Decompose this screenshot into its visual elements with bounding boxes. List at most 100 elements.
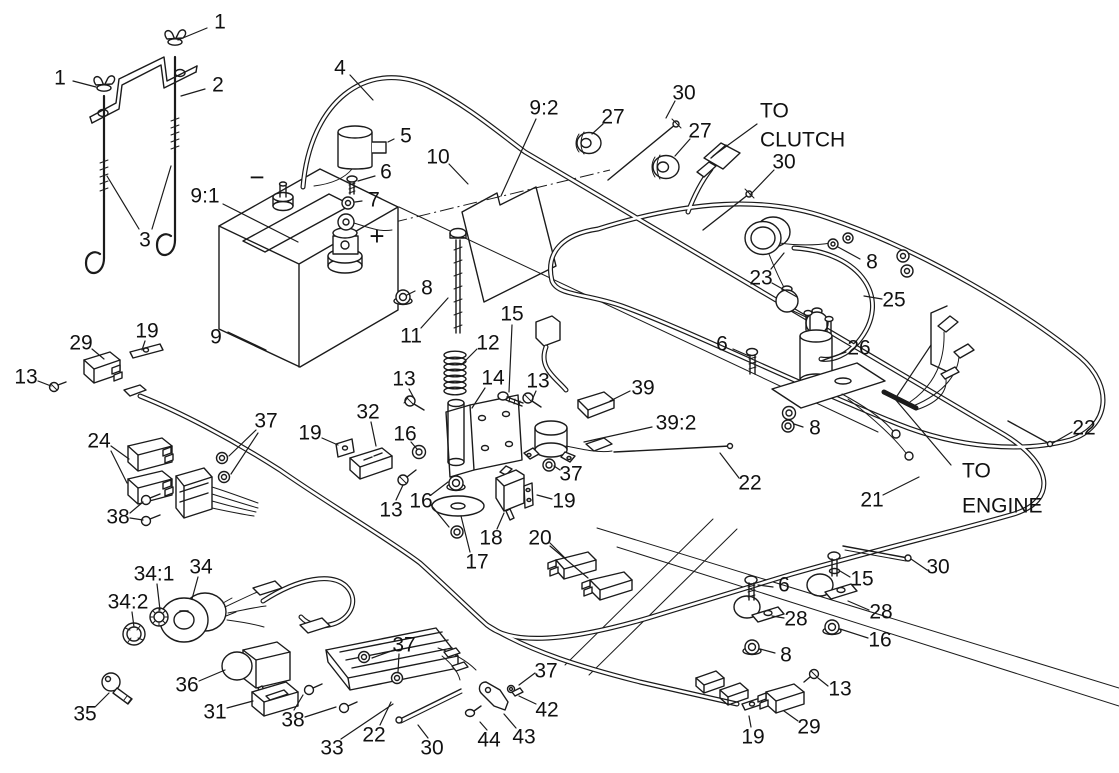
- callout-leader: [371, 649, 395, 659]
- callout-label-12-36: 12: [476, 332, 499, 355]
- bracket-19c: [523, 482, 534, 509]
- callout-label-21-24: 21: [860, 489, 883, 512]
- callout-label-27-15: 27: [688, 120, 711, 143]
- callout-leader: [471, 387, 486, 409]
- leader-layer: [37, 27, 1073, 740]
- callout-leader: [72, 80, 97, 88]
- nut-16a: [411, 444, 427, 460]
- bracket-19b: [335, 438, 355, 458]
- wing-nut-left: [93, 75, 116, 92]
- callout-label-44-70: 44: [477, 729, 501, 752]
- nut-37d: [506, 684, 516, 694]
- callout-label-7-7: 7: [368, 189, 380, 212]
- to-engine-text-line-0: TO: [962, 460, 991, 483]
- screw-38a1: [140, 493, 161, 506]
- nut-34-2: [122, 622, 146, 646]
- callout-leader: [156, 583, 161, 611]
- callout-leader: [719, 452, 740, 479]
- callout-leader: [349, 74, 374, 101]
- callout-label-15-38: 15: [500, 303, 523, 326]
- callout-label-31-65: 31: [203, 701, 226, 724]
- callout-leader: [430, 481, 449, 496]
- callout-label-22-68: 22: [362, 724, 385, 747]
- terminal-washer-7: [341, 196, 355, 210]
- connector-31: [251, 681, 299, 717]
- callout-label-1-0: 1: [214, 11, 226, 34]
- screw-13c: [397, 469, 417, 486]
- screw-38b2: [338, 701, 358, 714]
- nut-37b1: [215, 451, 229, 465]
- terminal-screw-6: [346, 175, 358, 195]
- callout-label-22-23: 22: [1072, 417, 1095, 440]
- j-bolt-right: [155, 55, 180, 256]
- screw-13d: [803, 668, 820, 683]
- standoff-14: [447, 398, 465, 467]
- solenoid-26: [745, 309, 914, 461]
- callout-label-28-27: 28: [869, 601, 892, 624]
- callout-leader: [370, 421, 377, 447]
- tie-wrap-22a: [1007, 420, 1054, 448]
- hour-meter-23: [744, 216, 914, 335]
- cable-tie-30a: [607, 118, 682, 181]
- callout-leader: [106, 175, 140, 230]
- ring-terminal: [337, 213, 393, 231]
- callout-leader: [430, 504, 450, 528]
- callout-label-6-21: 6: [716, 333, 728, 356]
- callout-leader: [665, 100, 676, 119]
- callout-label-4-4: 4: [334, 57, 346, 80]
- callout-leader: [839, 628, 869, 639]
- battery-negative-post: [272, 181, 294, 212]
- nut-16c-lower: [450, 525, 464, 539]
- callout-leader: [387, 138, 395, 143]
- callout-leader: [518, 672, 536, 686]
- callout-leader: [230, 432, 259, 475]
- callout-leader: [110, 450, 128, 484]
- engine-wires-bracket: [930, 305, 948, 372]
- callout-leader: [129, 517, 144, 521]
- nut-37c1: [357, 650, 371, 664]
- callout-leader: [839, 570, 851, 578]
- callout-label-10-11: 10: [426, 146, 449, 169]
- switch-29a-group: [48, 343, 164, 397]
- callout-leader: [420, 297, 449, 329]
- screw-13a: [403, 395, 425, 411]
- relay-cluster-24: [127, 437, 259, 527]
- callout-label-39-2-49: 39:2: [656, 412, 697, 435]
- cable-tie-30b: [702, 188, 755, 231]
- main-harness-run: [137, 75, 1047, 641]
- screw-38a2: [140, 514, 161, 527]
- harness-connectors: [695, 670, 749, 706]
- nut-16d: [822, 619, 842, 636]
- callout-leader: [129, 501, 144, 514]
- harness-connector-block: [175, 467, 213, 519]
- callout-label-27-13: 27: [601, 106, 624, 129]
- callout-label-19-53: 19: [298, 422, 321, 445]
- cup-washer-17: [431, 495, 485, 517]
- battery-positive-terminal: [327, 227, 363, 274]
- sensor-39-2: [523, 420, 576, 463]
- callout-label-17-43: 17: [465, 551, 488, 574]
- module-33-group: [303, 627, 477, 714]
- callout-leader: [460, 515, 471, 553]
- callout-leader: [395, 484, 404, 501]
- callout-label-19-45: 19: [552, 490, 575, 513]
- center-mount-stack: [403, 227, 542, 539]
- callout-label-35-63: 35: [73, 703, 96, 726]
- screw-38b1: [303, 683, 323, 696]
- fuse-holder: [313, 125, 387, 187]
- callout-label-16-42: 16: [409, 490, 432, 513]
- ignition-cluster: [101, 580, 331, 717]
- callout-label-2-2: 2: [212, 74, 224, 97]
- callout-label-20-46: 20: [528, 527, 551, 550]
- battery-group: [218, 168, 413, 368]
- callout-leader: [357, 175, 376, 182]
- callout-label-30-69: 30: [420, 737, 443, 760]
- callout-label-36-64: 36: [175, 674, 198, 697]
- switch-18-group: [495, 465, 534, 521]
- callout-label-6-6: 6: [380, 161, 392, 184]
- callout-leader: [94, 692, 110, 708]
- battery-plus: +: [369, 221, 384, 251]
- callout-label-34-62: 34: [189, 556, 213, 579]
- harness-tubes: [137, 75, 1106, 707]
